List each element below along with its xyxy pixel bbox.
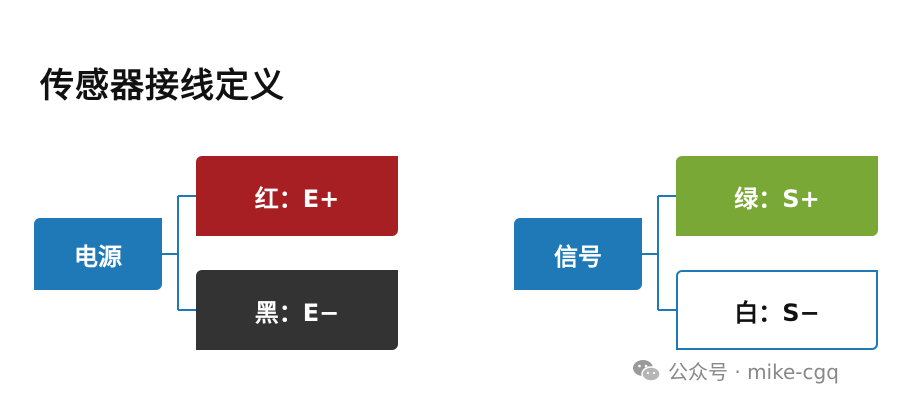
green-wire-label: 绿：S+: [734, 184, 820, 213]
watermark: 公众号 · mike-cgq: [632, 356, 839, 385]
power-label: 电源: [74, 242, 122, 271]
red-wire-node: 红：E+: [196, 156, 398, 236]
red-wire-label: 红：E+: [254, 184, 340, 213]
page-title: 传感器接线定义: [40, 66, 285, 106]
power-node: 电源: [34, 218, 162, 290]
signal-node: 信号: [514, 218, 642, 290]
watermark-text: 公众号 · mike-cgq: [668, 360, 839, 384]
black-wire-label: 黑：E−: [254, 298, 340, 327]
signal-label: 信号: [554, 242, 602, 271]
green-wire-node: 绿：S+: [676, 156, 878, 236]
wechat-icon: [633, 359, 661, 382]
black-wire-node: 黑：E−: [196, 270, 398, 350]
white-wire-label: 白：S−: [734, 298, 820, 327]
white-wire-node: 白：S−: [676, 270, 878, 350]
